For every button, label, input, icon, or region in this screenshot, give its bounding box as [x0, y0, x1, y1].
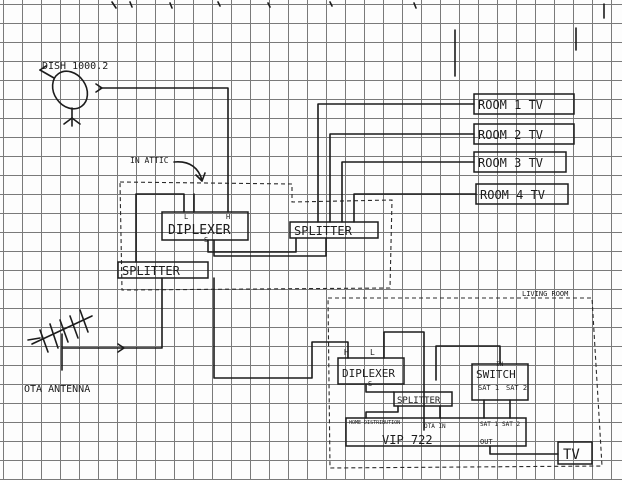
vip-sat2-port: SAT 2	[502, 421, 520, 428]
tv-main-label: TV	[563, 447, 580, 463]
attic-region	[119, 181, 393, 291]
diplexer-top-box	[161, 211, 249, 241]
dish-label: DISH 1000.2	[42, 61, 108, 72]
switch-label: SWITCH	[476, 368, 516, 381]
diplexer-top-label: DIPLEXER	[168, 223, 231, 238]
attic-arrowhead	[195, 172, 206, 182]
tv-main-box	[557, 441, 593, 465]
vip-722-label: VIP 722	[382, 433, 433, 447]
diplexer-bottom-box	[337, 357, 405, 385]
diplexer-bottom-label: DIPLEXER	[342, 367, 395, 380]
vip-out-port: OUT	[480, 438, 493, 446]
splitter-bottom-box	[393, 391, 453, 407]
switch-sat2-port: SAT 2	[506, 384, 527, 392]
room-3-tv-label: ROOM 3 TV	[478, 156, 543, 170]
ota-antenna-label: OTA ANTENNA	[24, 384, 90, 395]
vip-722-box	[345, 417, 527, 447]
vip-sat1-port: SAT 1	[480, 421, 498, 428]
diplexer-bottom-s-port: S	[368, 380, 372, 388]
splitter-center-label: SPLITTER	[294, 224, 353, 238]
splitter-bottom-label: SPLITTER	[397, 396, 441, 406]
satellite-dish-icon	[39, 65, 89, 127]
diplexer-bottom-l-port: L	[370, 348, 375, 357]
diplexer-bottom-h-port: H	[344, 348, 349, 357]
room-2-tv-label: ROOM 2 TV	[478, 128, 543, 142]
splitter-center-box	[289, 221, 379, 239]
switch-sat1-port: SAT 1	[478, 384, 499, 392]
living-room-region	[327, 297, 603, 469]
wires	[61, 83, 559, 455]
diplexer-top-s-port: S	[204, 236, 208, 244]
ota-antenna-icon	[27, 309, 93, 371]
diplexer-top-h-port: H	[226, 213, 230, 221]
room-4-tv-label: ROOM 4 TV	[480, 188, 545, 202]
diplexer-top-l-port: L	[184, 213, 188, 221]
attic-label: IN ATTIC	[130, 156, 169, 165]
splitter-left-label: SPLITTER	[122, 264, 181, 278]
living-room-label: LIVING ROOM	[522, 290, 568, 298]
vip-home-distribution-port: HOME DISTRIBUTION	[349, 420, 400, 426]
vip-ota-in-port: OTA IN	[424, 423, 446, 430]
paper-edge-marks	[111, 1, 605, 77]
splitter-left-box	[117, 261, 209, 279]
attic-arrow	[173, 161, 203, 181]
room-1-tv-label: ROOM 1 TV	[478, 98, 543, 112]
